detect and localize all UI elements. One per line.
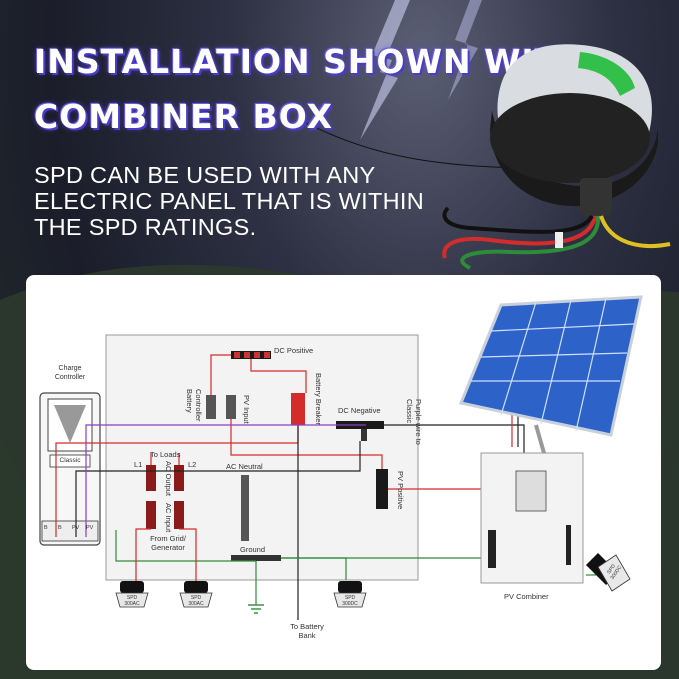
spd-dc-1 — [333, 581, 367, 608]
pv-positive-busbar — [376, 469, 388, 509]
spd-surge-protector-icon — [442, 44, 671, 270]
pv-combiner-label: PV Combiner — [504, 592, 549, 601]
ground-label: Ground — [240, 545, 266, 554]
pv-input-breaker — [226, 395, 236, 419]
ac-output-label: AC Output — [164, 461, 173, 497]
ac-neutral-busbar — [241, 475, 249, 541]
ac-input-label: AC Input — [164, 503, 173, 533]
combiner-busbar — [488, 530, 496, 568]
ac-neutral-label: AC Neutral — [226, 462, 263, 471]
lightning-bolt — [360, 0, 410, 140]
dc-negative-label: DC Negative — [338, 406, 381, 415]
lightning-bolt — [448, 0, 482, 100]
spd-ac-2-label: SPD 300AC — [188, 595, 204, 607]
controller-battery-label: Controller Battery — [185, 389, 204, 422]
headline-line-1: INSTALLATION SHOWN WITH — [34, 42, 587, 81]
solar-panel-icon — [458, 295, 643, 454]
wires — [55, 354, 596, 620]
combiner-ground-bar — [566, 525, 571, 565]
spd-ac-1 — [115, 581, 149, 608]
ground-busbar — [231, 555, 281, 561]
ground-symbol — [248, 604, 264, 614]
spd-dc-1-label: SPD 300DC — [342, 595, 358, 607]
wiring-diagram — [39, 295, 643, 620]
charge-controller-label: Charge Controller — [54, 365, 86, 381]
combiner-breakers — [515, 470, 547, 512]
to-battery-bank-label: To Battery Bank — [290, 622, 324, 640]
subtext: SPD CAN BE USED WITH ANY ELECTRIC PANEL … — [34, 162, 474, 240]
terminal-label-4: PV — [86, 525, 94, 531]
purple-wire-label: Purple wire to Classic — [405, 399, 424, 445]
wiring-diagram-card: Charge Controller Classic B B PV PV DC P… — [26, 275, 661, 670]
terminal-label-1: B — [44, 525, 48, 531]
subtext-line-2: ELECTRIC PANEL THAT IS WITHIN — [34, 188, 424, 214]
charge-controller-screen: Classic — [59, 457, 81, 464]
subtext-line-1: SPD CAN BE USED WITH ANY — [34, 162, 376, 188]
dc-positive-label: DC Positive — [274, 346, 314, 355]
spd-ac-1-label: SPD 300AC — [124, 595, 140, 607]
battery-breaker — [291, 393, 305, 425]
dc-positive-busbar — [231, 351, 271, 359]
ac-output-breakers — [146, 465, 184, 491]
charge-controller-icon — [39, 392, 101, 546]
pv-input-label: PV Input — [242, 395, 251, 424]
l1-label: L1 — [134, 460, 143, 469]
subtext-line-3: THE SPD RATINGS. — [34, 214, 257, 240]
pv-positive-label: PV Positive — [396, 471, 405, 510]
spd-ac-2 — [179, 581, 213, 608]
battery-breaker-label: Battery Breaker — [314, 373, 323, 426]
controller-breaker — [206, 395, 216, 419]
main-panel-box — [105, 334, 419, 581]
from-grid-label: From Grid/ Generator — [150, 534, 186, 552]
headline-line-2: COMBINER BOX — [34, 97, 334, 136]
spd-dc-2 — [586, 553, 631, 592]
ac-input-breakers — [146, 501, 184, 529]
terminal-label-2: B — [58, 525, 62, 531]
to-loads-label: To Loads — [150, 450, 181, 459]
terminal-label-3: PV — [72, 525, 80, 531]
l2-label: L2 — [188, 460, 197, 469]
